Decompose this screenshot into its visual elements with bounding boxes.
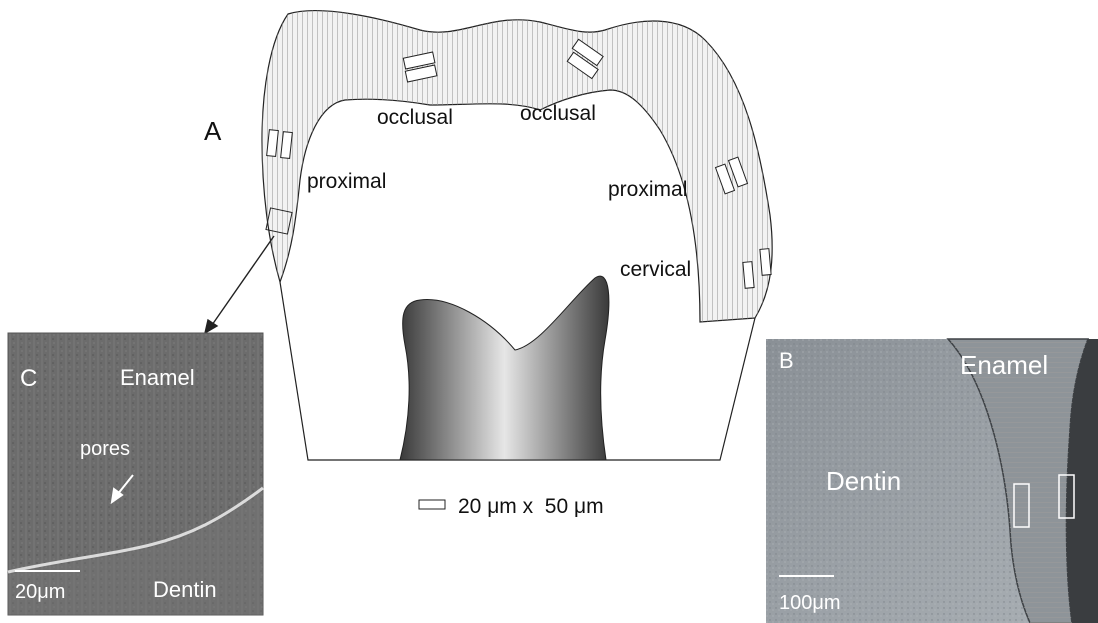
panel-b-letter: B: [779, 348, 794, 373]
panel-b-dentin-label: Dentin: [826, 466, 901, 496]
panel-c-enamel-label: Enamel: [120, 365, 195, 390]
enamel-rod-texture: [262, 11, 772, 322]
panel-c-pores-label: pores: [80, 438, 130, 460]
tooth-diagram: A occlusal occlusal proximal proximal ce…: [204, 11, 772, 518]
panel-b-enamel-label: Enamel: [960, 350, 1048, 380]
legend-rect-icon: [419, 500, 445, 509]
panel-c-sem-image: C Enamel pores Dentin 20μm: [8, 333, 263, 615]
panel-c-letter: C: [20, 365, 37, 392]
label-cervical: cervical: [620, 258, 691, 281]
sample-rect-cervical-2: [760, 249, 771, 276]
legend-text: 20 μm x 50 μm: [458, 495, 604, 518]
label-proximal-right: proximal: [608, 178, 687, 201]
label-proximal-left: proximal: [307, 170, 386, 193]
panel-b-micrograph: B Enamel Dentin 100μm: [766, 339, 1098, 623]
label-occlusal-right: occlusal: [520, 102, 596, 125]
panel-c-scale-label: 20μm: [15, 581, 65, 603]
panel-c-dentin-label: Dentin: [153, 577, 217, 602]
label-occlusal-left: occlusal: [377, 106, 453, 129]
panel-b-scale-label: 100μm: [779, 592, 841, 614]
sample-rect-cervical-1: [743, 262, 754, 289]
panel-a-letter: A: [204, 116, 222, 146]
pulp-chamber: [400, 276, 609, 460]
zoom-arrow: [205, 236, 274, 333]
